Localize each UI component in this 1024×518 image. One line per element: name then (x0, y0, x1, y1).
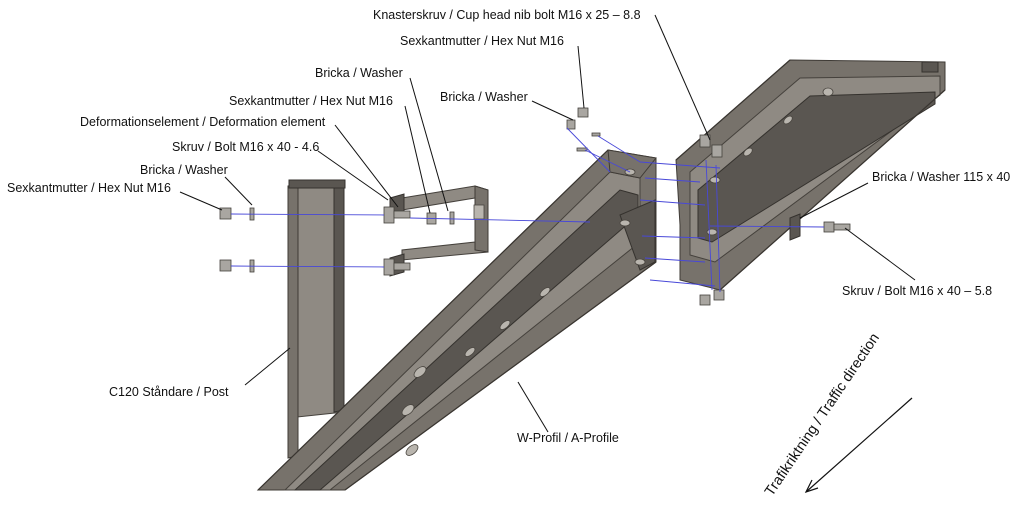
traffic-direction-arrow-icon (804, 397, 913, 494)
label-post: C120 Ståndare / Post (109, 385, 229, 399)
hex-nut-left-upper (219, 207, 232, 220)
label-hex-nut-left: Sexkantmutter / Hex Nut M16 (7, 181, 171, 195)
bolt-58-head (823, 221, 835, 233)
label-washer-middle: Bricka / Washer (440, 90, 528, 104)
bolt-46-upper (383, 206, 395, 224)
label-bolt-58: Skruv / Bolt M16 x 40 – 5.8 (842, 284, 992, 298)
label-cup-head-bolt: Knasterskruv / Cup head nib bolt M16 x 2… (373, 8, 641, 22)
label-traffic-direction: Trafikriktning / Traffic direction (762, 331, 883, 500)
hex-nut-left-lower (219, 259, 232, 272)
cup-head-bolt-4 (713, 289, 725, 301)
label-washer-115: Bricka / Washer 115 x 40 (872, 170, 1010, 184)
washer-upper (591, 132, 601, 137)
hex-nut-top (577, 107, 589, 118)
bolt-46-lower (383, 258, 395, 276)
w-profile-rail-overlap (675, 59, 946, 291)
label-w-profile: W-Profil / A-Profile (517, 431, 619, 445)
leader-lines (179, 14, 916, 433)
cup-head-bolt-2 (711, 144, 723, 158)
label-deformation-element: Deformationselement / Deformation elemen… (80, 115, 326, 129)
cup-head-bolt-1 (699, 134, 711, 148)
deformation-element (389, 185, 489, 277)
label-hex-nut-bracket: Sexkantmutter / Hex Nut M16 (229, 94, 393, 108)
label-washer-upper: Bricka / Washer (315, 66, 403, 80)
washer-middle (449, 211, 455, 225)
right-fasteners (566, 107, 851, 306)
w-profile-rail (256, 149, 657, 491)
cup-head-bolt-3 (699, 294, 711, 306)
c120-post (287, 179, 346, 459)
label-bolt-46: Skruv / Bolt M16 x 40 - 4.6 (172, 140, 319, 154)
label-washer-left: Bricka / Washer (140, 163, 228, 177)
label-hex-nut-top: Sexkantmutter / Hex Nut M16 (400, 34, 564, 48)
assembly-lines (230, 127, 825, 293)
